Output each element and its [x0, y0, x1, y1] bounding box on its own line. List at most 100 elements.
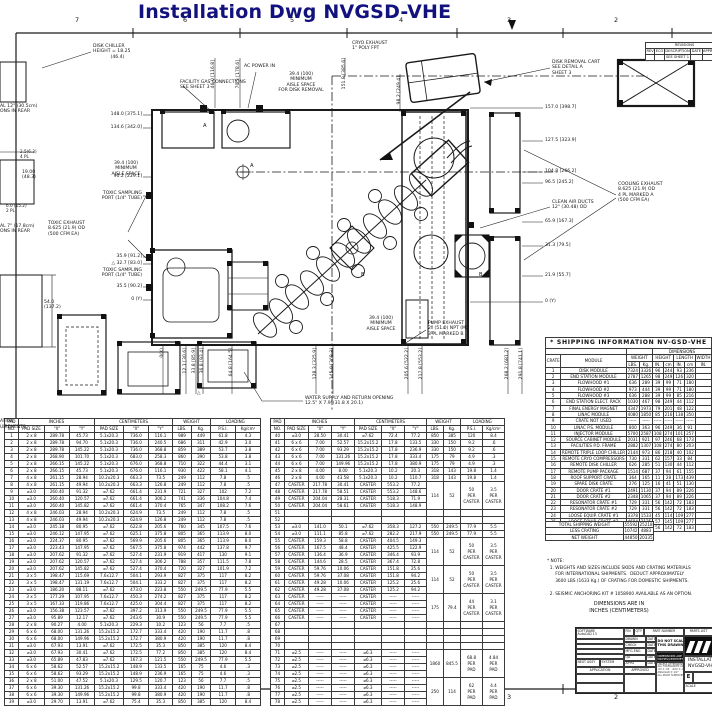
dim: 0(X)	[160, 348, 165, 358]
shipping-notes: * NOTE: 1. WEIGHTS AND SIZES INCLUDE SKI…	[547, 559, 693, 598]
scale-cell: SCALE	[684, 683, 712, 693]
partial-note: AL 12" (30.5cm) ONS IN REAR	[0, 104, 38, 115]
software-cell: SOFTWARE AutoCAD 13	[576, 628, 624, 639]
check-cell: CHECK	[624, 642, 646, 649]
parts-row	[576, 639, 624, 644]
mfg-eng-cell: MFG ENG	[624, 648, 646, 655]
parts-row	[576, 654, 624, 659]
dim: 98.2 [249.4]	[397, 76, 402, 105]
aisle-space-note: 39.4 (100) MINIMUM AISLE SPACE	[111, 161, 141, 177]
do-not-scale-cell: DO NOT SCALE THIS DRAWING	[656, 636, 684, 652]
dim: 96.5 [245.2]	[545, 180, 574, 185]
dim: 127.5 [323.9]	[545, 138, 577, 143]
dim: 291.8 [741.1]	[519, 348, 524, 380]
facility-gas-note: FACILITY GAS CONNECTIONS SEE SHEET 3	[180, 80, 246, 91]
dim: 46.0 [116.8]	[211, 60, 216, 89]
date-cell: DATE	[646, 648, 656, 655]
marker-a: A	[203, 123, 207, 129]
dim: △ 32.7 [83.0]	[111, 261, 143, 266]
drawing-title: Installation Dwg NVGSD-VHE	[138, 1, 452, 23]
sheet-size-cell: E	[684, 672, 693, 683]
system-cell: SYSTEM	[600, 659, 624, 667]
dim: 21.9 [55.7]	[545, 273, 571, 278]
marker-b: B	[479, 272, 483, 278]
manufacturer-logo	[684, 636, 712, 656]
dimensions-note: DIMENSIONS ARE IN INCHES (CENTIMETERS)	[589, 601, 649, 614]
dim: 31.3 [79.5]	[545, 243, 571, 248]
made-from-cell	[576, 683, 624, 693]
zone-number: 5	[290, 16, 295, 24]
date-cell: DATE	[646, 642, 656, 649]
dim: 0 (Y)	[545, 299, 556, 304]
disk-removal-cart-note: DISK REMOVAL CART SEE DETAIL A SHEET 3	[552, 60, 600, 76]
pump-exhaust-note: PUMP EXHAUST 2" (51.0) NPT (M) 3 PL MARK…	[428, 321, 468, 337]
title-line2: NVGSD-VHE	[688, 663, 712, 669]
dim: 205.6 [522.2]	[405, 348, 410, 380]
partial-note: ATION UIREMENTS.	[0, 419, 28, 431]
partial-note: AL 7" (17.8cm) ONS IN REAR	[0, 224, 35, 235]
zone-number: 2	[614, 693, 619, 701]
title-line1: INSTALLATION	[688, 657, 712, 663]
zone-number: 3	[507, 16, 512, 24]
dim: 151.8 [385.6]	[342, 58, 347, 90]
toxic-sampling-note: TOXIC SAMPLING PORT (1/4" TUBE)	[101, 191, 142, 202]
zone-number: 7	[75, 16, 80, 24]
cryo-exhaust-note: CRYO EXHAUST 1" POLY FPT	[352, 41, 388, 52]
toxic-exhaust-note: TOXIC EXHAUST 8.625 (21.9) OD (500 CFM E…	[48, 221, 86, 237]
marker-a: A	[250, 163, 254, 169]
dim: 145.0 [368.3]	[330, 348, 335, 380]
disk-chiller-note: DISK CHILLER HEIGHT = 18.25 (46.4)	[93, 44, 131, 60]
empty-cell	[624, 674, 656, 693]
dim: 19.00 (48.3)	[22, 170, 36, 181]
tolerance-cell: UNLESS OTHERWISE SPECIFIED ALL TOLERANCE…	[656, 662, 684, 693]
dim: 104.8 [266.2]	[545, 169, 577, 174]
application-cell: APPLICATION	[576, 667, 624, 674]
dim: 33.8 [85.9]	[192, 348, 197, 374]
water-supply-note: WATER SUPPLY AND RETURN OPENING 12.5" X …	[305, 396, 394, 407]
appd-cell: APPD	[624, 660, 646, 667]
dim: 6.0 (15.2) 2 PL	[6, 203, 27, 213]
dim: 148.0 [375.1]	[110, 112, 142, 117]
clean-air-note: CLEAN AIR DUCTS 12" (30.48) OD	[552, 200, 594, 211]
next-assy-cell: NEXT ASSY	[576, 659, 600, 667]
zone-number: 2	[614, 16, 619, 24]
approved-cell: APPROVED	[624, 667, 656, 674]
date-cell: DATE	[646, 660, 656, 667]
date-cell: DATE	[646, 636, 656, 643]
dim: 54.0 (137.2)	[44, 300, 61, 311]
warning-triangle: △	[197, 391, 201, 396]
sheet-center-arrow-top	[508, 20, 516, 30]
dim: 70.3 [178.6]	[236, 60, 241, 89]
qty-header: QTY	[634, 628, 644, 636]
dim: 36.8 [93.4]	[200, 348, 205, 374]
effectivity-cell	[576, 674, 624, 683]
parts-row	[576, 649, 624, 654]
dim: 2.5(6.3) 4 PL	[20, 149, 37, 159]
dim: 128.3 [325.9]	[313, 348, 318, 380]
toxic-sampling-note: TOXIC SAMPLING PORT (1/4" TUBE)	[101, 268, 142, 279]
dim: 0 (Y)	[131, 297, 142, 302]
title-block: SOFTWARE AutoCAD 13 NEXT ASSY SYSTEM APP…	[575, 627, 712, 694]
date-cell: DATE	[646, 654, 656, 661]
revision-block-table: REVISIONSREVECODESCRIPTIONDATEAPPROVEDSE…	[645, 42, 712, 61]
dim: 35.9 [91.2]	[116, 254, 142, 259]
zone-number: 3	[507, 693, 512, 701]
part-number-header: PART NUMBER	[644, 628, 684, 636]
dim: 90.2 [229.1]	[113, 174, 142, 179]
cooling-exhaust-note: COOLING EXHAUST 8.625 (21.9) OD 4 PL MAR…	[618, 182, 663, 204]
dim: 65.9 [167.3]	[545, 219, 574, 224]
parts-list-header: PARTS LIST	[684, 628, 712, 636]
ac-power-note: AC POWER IN	[244, 64, 276, 69]
dim: 217.8 [553.2]	[419, 348, 424, 380]
qa-cell: QA	[624, 654, 646, 661]
